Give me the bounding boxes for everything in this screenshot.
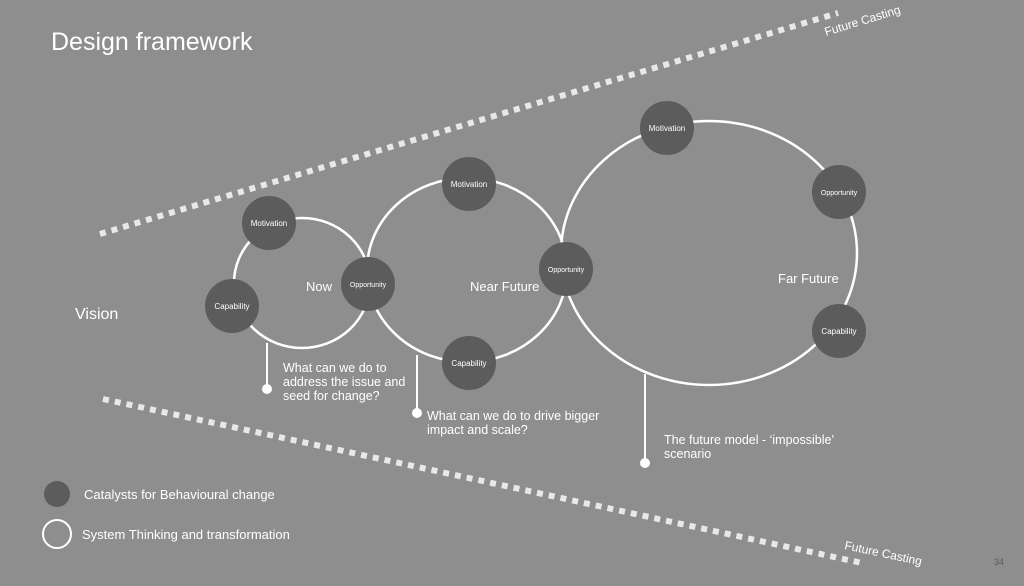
svg-text:Capability: Capability	[214, 302, 249, 311]
question-far-future: The future model - ‘impossible’ scenario	[664, 433, 834, 461]
stage-near-future-label: Near Future	[470, 279, 540, 294]
node-near-opportunity: Opportunity	[539, 242, 593, 296]
filled-circle-icon	[44, 481, 70, 507]
svg-text:Motivation: Motivation	[451, 180, 487, 189]
svg-text:Opportunity: Opportunity	[350, 282, 387, 289]
page-number: 34	[994, 557, 1005, 567]
far-future-circle	[559, 119, 859, 387]
legend-catalysts-label: Catalysts for Behavioural change	[84, 486, 275, 502]
node-now-motivation: Motivation	[242, 196, 296, 250]
node-far-opportunity: Opportunity	[812, 165, 866, 219]
svg-text:Capability: Capability	[821, 327, 856, 336]
future-casting-line-top	[99, 10, 839, 237]
node-far-motivation: Motivation	[640, 101, 694, 155]
svg-text:Motivation: Motivation	[649, 124, 685, 133]
stage-far-future-label: Far Future	[778, 271, 839, 286]
node-near-capability: Capability	[442, 336, 496, 390]
stage-now-label: Now	[306, 279, 333, 294]
now-connector-dot	[262, 384, 272, 394]
open-circle-icon	[42, 519, 72, 549]
legend-catalysts: Catalysts for Behavioural change	[44, 481, 275, 507]
legend-system: System Thinking and transformation	[42, 519, 290, 549]
legend-system-label: System Thinking and transformation	[82, 526, 290, 542]
far-connector-dot	[640, 458, 650, 468]
svg-text:Opportunity: Opportunity	[548, 267, 585, 274]
node-far-capability: Capability	[812, 304, 866, 358]
page-title: Design framework	[51, 28, 253, 56]
question-now: What can we do to address the issue and …	[283, 361, 406, 403]
vision-label: Vision	[75, 306, 119, 323]
node-now-capability: Capability	[205, 279, 259, 333]
svg-text:Opportunity: Opportunity	[821, 190, 858, 197]
question-near-future: What can we do to drive bigger impact an…	[427, 409, 600, 437]
future-casting-label-top: Future Casting	[823, 2, 902, 38]
svg-text:Motivation: Motivation	[251, 219, 287, 228]
node-now-opportunity: Opportunity	[341, 257, 395, 311]
future-casting-line-bottom	[102, 396, 863, 566]
near-connector-dot	[412, 408, 422, 418]
node-near-motivation: Motivation	[442, 157, 496, 211]
svg-text:Capability: Capability	[451, 359, 486, 368]
